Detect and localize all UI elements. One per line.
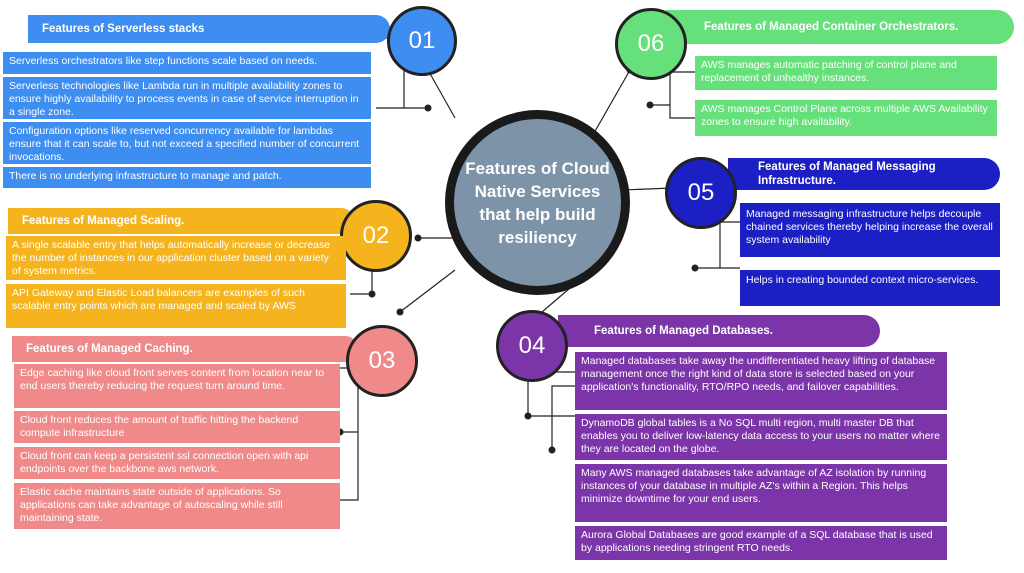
- messaging-title: Features of Managed Messaging Infrastruc…: [728, 158, 1000, 190]
- serverless-item: Serverless orchestrators like step funct…: [3, 52, 371, 74]
- messaging-number-badge: 05: [665, 157, 737, 229]
- containers-item: AWS manages Control Plane across multipl…: [695, 100, 997, 136]
- databases-item: DynamoDB global tables is a No SQL multi…: [575, 414, 947, 460]
- caching-item: Cloud front can keep a persistent ssl co…: [14, 447, 340, 479]
- scaling-item: API Gateway and Elastic Load balancers a…: [6, 284, 346, 328]
- messaging-item: Managed messaging infrastructure helps d…: [740, 203, 1000, 257]
- containers-title: Features of Managed Container Orchestrat…: [666, 10, 1014, 44]
- databases-item: Aurora Global Databases are good example…: [575, 526, 947, 560]
- scaling-item: A single scalable entry that helps autom…: [6, 236, 346, 280]
- serverless-number-badge: 01: [387, 6, 457, 76]
- databases-item: Managed databases take away the undiffer…: [575, 352, 947, 410]
- scaling-title: Features of Managed Scaling.: [8, 208, 354, 234]
- center-hub-title: Features of Cloud Native Services that h…: [445, 110, 630, 295]
- containers-item: AWS manages automatic patching of contro…: [695, 56, 997, 90]
- databases-item: Many AWS managed databases take advantag…: [575, 464, 947, 522]
- serverless-item: Serverless technologies like Lambda run …: [3, 77, 371, 119]
- databases-number-badge: 04: [496, 310, 568, 382]
- scaling-number-badge: 02: [340, 200, 412, 272]
- serverless-item: There is no underlying infrastructure to…: [3, 167, 371, 188]
- databases-title: Features of Managed Databases.: [558, 315, 880, 347]
- caching-title: Features of Managed Caching.: [12, 336, 358, 362]
- caching-number-badge: 03: [346, 325, 418, 397]
- serverless-item: Configuration options like reserved conc…: [3, 122, 371, 164]
- caching-item: Elastic cache maintains state outside of…: [14, 483, 340, 529]
- caching-item: Cloud front reduces the amount of traffi…: [14, 411, 340, 443]
- serverless-title: Features of Serverless stacks: [28, 15, 390, 43]
- messaging-item: Helps in creating bounded context micro-…: [740, 270, 1000, 306]
- containers-number-badge: 06: [615, 8, 687, 80]
- caching-item: Edge caching like cloud front serves con…: [14, 364, 340, 408]
